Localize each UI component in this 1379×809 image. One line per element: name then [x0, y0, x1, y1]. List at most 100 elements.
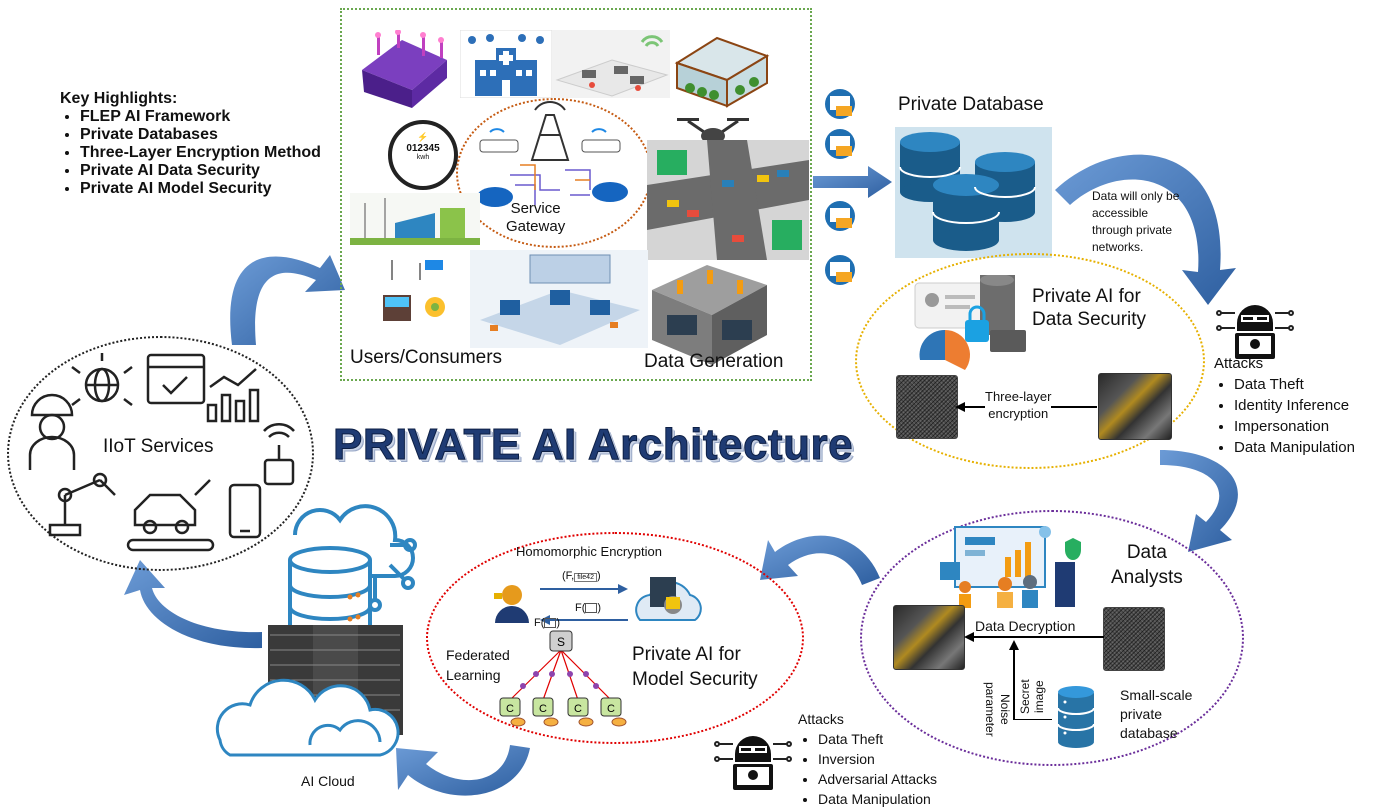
smart-factory-conveyor-icon — [470, 250, 648, 348]
hom-f2-file-icon — [585, 603, 598, 614]
attack-item: Identity Inference — [1234, 395, 1355, 416]
attacks-bottom-heading: Attacks — [798, 711, 844, 727]
attacks-top: Attacks Data TheftIdentity InferenceImpe… — [1214, 353, 1355, 458]
decryption-arrows — [964, 632, 1104, 720]
arrow-model-to-cloud — [396, 745, 530, 796]
environment-icons — [383, 260, 445, 321]
database-cylinders-icon — [899, 132, 1036, 251]
arrow-db-to-security — [1055, 154, 1236, 305]
highlights-list: FLEP AI FrameworkPrivate DatabasesThree-… — [60, 108, 321, 198]
arrow-iiot-to-users — [230, 255, 345, 345]
attack-item: Data Theft — [818, 729, 937, 749]
secret-image-label: Secret image — [1018, 679, 1046, 714]
iiot-icons — [28, 353, 295, 552]
model-security-title: Private AI for Model Security — [632, 644, 758, 690]
data-security-lock-icon — [914, 275, 1026, 370]
hom-f2: F() — [575, 602, 602, 614]
hacker-icon-top — [1216, 305, 1294, 359]
original-factory-image — [1098, 373, 1172, 440]
highlight-item: Private Databases — [80, 126, 321, 144]
attack-item: Adversarial Attacks — [818, 769, 937, 789]
highlight-item: Private AI Data Security — [80, 162, 321, 180]
highlight-item: Private AI Model Security — [80, 180, 321, 198]
meter-unit: kwh — [416, 154, 430, 161]
smart-office-icon — [552, 30, 670, 98]
client-node: C — [499, 697, 526, 727]
iiot-services-label: IIoT Services — [103, 436, 214, 457]
client-node: C — [532, 697, 559, 727]
private-database-panel — [895, 127, 1052, 258]
data-security-ellipse — [855, 253, 1205, 469]
robotic-assembly-icon — [652, 265, 767, 365]
server-node: S — [549, 630, 573, 652]
hom-f3-file-icon — [544, 618, 557, 629]
attack-item: Data Manipulation — [1234, 437, 1355, 458]
data-packet-icons — [825, 89, 855, 285]
server-node-label: S — [557, 635, 565, 649]
highlight-item: Three-Layer Encryption Method — [80, 144, 321, 162]
federated-learning-diagram: S C C C C — [499, 630, 627, 727]
greenhouse-icon — [674, 36, 770, 108]
client-node: C — [567, 697, 594, 727]
client-node-label: C — [539, 703, 547, 715]
key-highlights: Key Highlights: FLEP AI FrameworkPrivate… — [60, 90, 321, 198]
attacks-bottom: Attacks Data TheftInversionAdversarial A… — [798, 709, 937, 809]
attack-item: Data Manipulation — [818, 789, 937, 809]
hom-f1: (F,file42) — [562, 570, 601, 582]
arrow-cloud-to-iiot — [124, 560, 262, 649]
iiot-services-ellipse — [7, 336, 314, 571]
arrow-analysts-to-model — [760, 535, 880, 585]
encrypted-input-image — [1103, 607, 1165, 671]
decrypted-factory-image — [893, 605, 965, 670]
ai-cloud-icon — [215, 504, 417, 757]
data-analysts-icon — [940, 526, 1081, 608]
renewable-energy-icon — [350, 193, 480, 245]
encryption-label: Three-layer encryption — [985, 388, 1052, 422]
meter-reading: 012345 — [406, 143, 440, 154]
homomorphic-diagram — [494, 577, 702, 625]
highlights-heading: Key Highlights: — [60, 90, 178, 107]
encrypted-image — [896, 375, 958, 439]
client-node-label: C — [574, 703, 582, 715]
data-analysts-ellipse — [860, 510, 1244, 766]
attacks-bottom-list: Data TheftInversionAdversarial AttacksDa… — [798, 729, 937, 809]
small-database-label: Small-scale private database — [1120, 687, 1193, 741]
client-node-label: C — [607, 703, 615, 715]
smart-home-icon — [362, 30, 447, 108]
small-database-icon — [1057, 686, 1095, 748]
smart-meter-icon: ⚡ 012345 kwh — [388, 120, 458, 190]
client-node: C — [600, 697, 627, 727]
smart-city-traffic-icon — [647, 140, 809, 260]
hom-f3: F() — [534, 617, 561, 629]
private-db-note: Data will only be accessible through pri… — [1092, 189, 1180, 254]
federated-learning-label: Federated Learning — [446, 647, 510, 683]
attacks-top-list: Data TheftIdentity InferenceImpersonatio… — [1214, 374, 1355, 458]
noise-parameter-label: Noise parameter — [983, 682, 1012, 737]
data-generation-label: Data Generation — [644, 351, 784, 372]
attack-item: Data Theft — [1234, 374, 1355, 395]
hom-file-tag: file42 — [574, 573, 597, 582]
ai-cloud-label: AI Cloud — [301, 773, 355, 789]
page-title: PRIVATE AI Architecture — [332, 420, 854, 470]
arrow-users-to-db — [813, 166, 892, 198]
network-gateway-icon — [477, 101, 628, 207]
arrow-security-to-analysts — [1160, 450, 1238, 552]
highlight-item: FLEP AI Framework — [80, 108, 321, 126]
data-decryption-label: Data Decryption — [975, 618, 1076, 634]
hom-f3-text: F( — [534, 617, 545, 629]
attack-item: Impersonation — [1234, 416, 1355, 437]
private-database-title: Private Database — [898, 94, 1044, 115]
data-analysts-title: Data Analysts — [1111, 542, 1183, 588]
data-security-title: Private AI for Data Security — [1032, 286, 1147, 330]
hacker-icon-bottom — [714, 736, 792, 790]
hom-f2-text: F( — [575, 602, 586, 614]
client-node-label: C — [506, 703, 514, 715]
service-gateway-label: Service Gateway — [506, 200, 566, 235]
model-security-ellipse — [426, 532, 804, 744]
users-consumers-label: Users/Consumers — [350, 347, 503, 368]
hom-f1-text: (F, — [562, 570, 575, 582]
attacks-top-heading: Attacks — [1214, 355, 1264, 372]
hospital-icon — [460, 30, 552, 98]
